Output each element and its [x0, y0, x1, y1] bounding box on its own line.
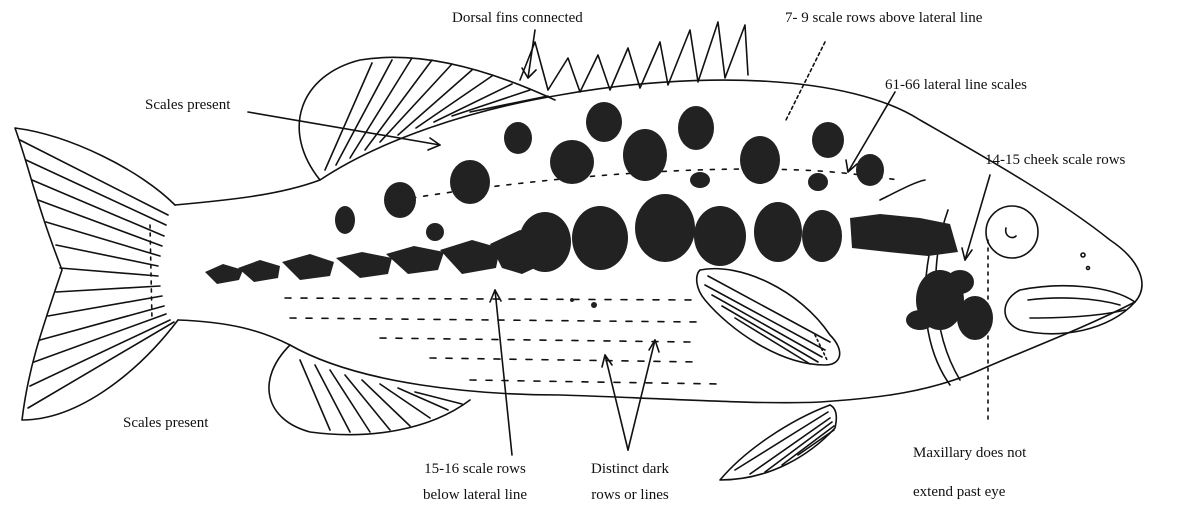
spiny-dorsal-fin: [520, 22, 748, 92]
scales-present-top-label: Scales present: [145, 98, 230, 113]
scales-present-bottom-label: Scales present: [123, 416, 208, 431]
pelvic-fin: [720, 405, 836, 480]
pectoral-fin: [697, 269, 840, 365]
scale-rows-above-label: 7- 9 scale rows above lateral line: [785, 11, 982, 26]
anal-fin: [269, 345, 470, 435]
caudal-fin: [15, 128, 178, 420]
scale-rows-below-label-line2: below lateral line: [395, 488, 555, 503]
soft-dorsal-fin: [299, 57, 555, 180]
cheek-scale-rows-label: 14-15 cheek scale rows: [985, 153, 1125, 168]
lateral-line-scales-label: 61-66 lateral line scales: [885, 78, 1027, 93]
maxillary-label-line1: Maxillary does not: [913, 446, 1026, 461]
dark-rows-label-line1: Distinct dark: [570, 462, 690, 477]
scale-rows-below-label-line1: 15-16 scale rows: [395, 462, 555, 477]
dark-blotches: [205, 102, 993, 340]
eye: [986, 206, 1038, 258]
maxillary-label-line2: extend past eye: [913, 485, 1005, 500]
dorsal-fins-label: Dorsal fins connected: [452, 11, 583, 26]
dark-rows-label-line2: rows or lines: [570, 488, 690, 503]
